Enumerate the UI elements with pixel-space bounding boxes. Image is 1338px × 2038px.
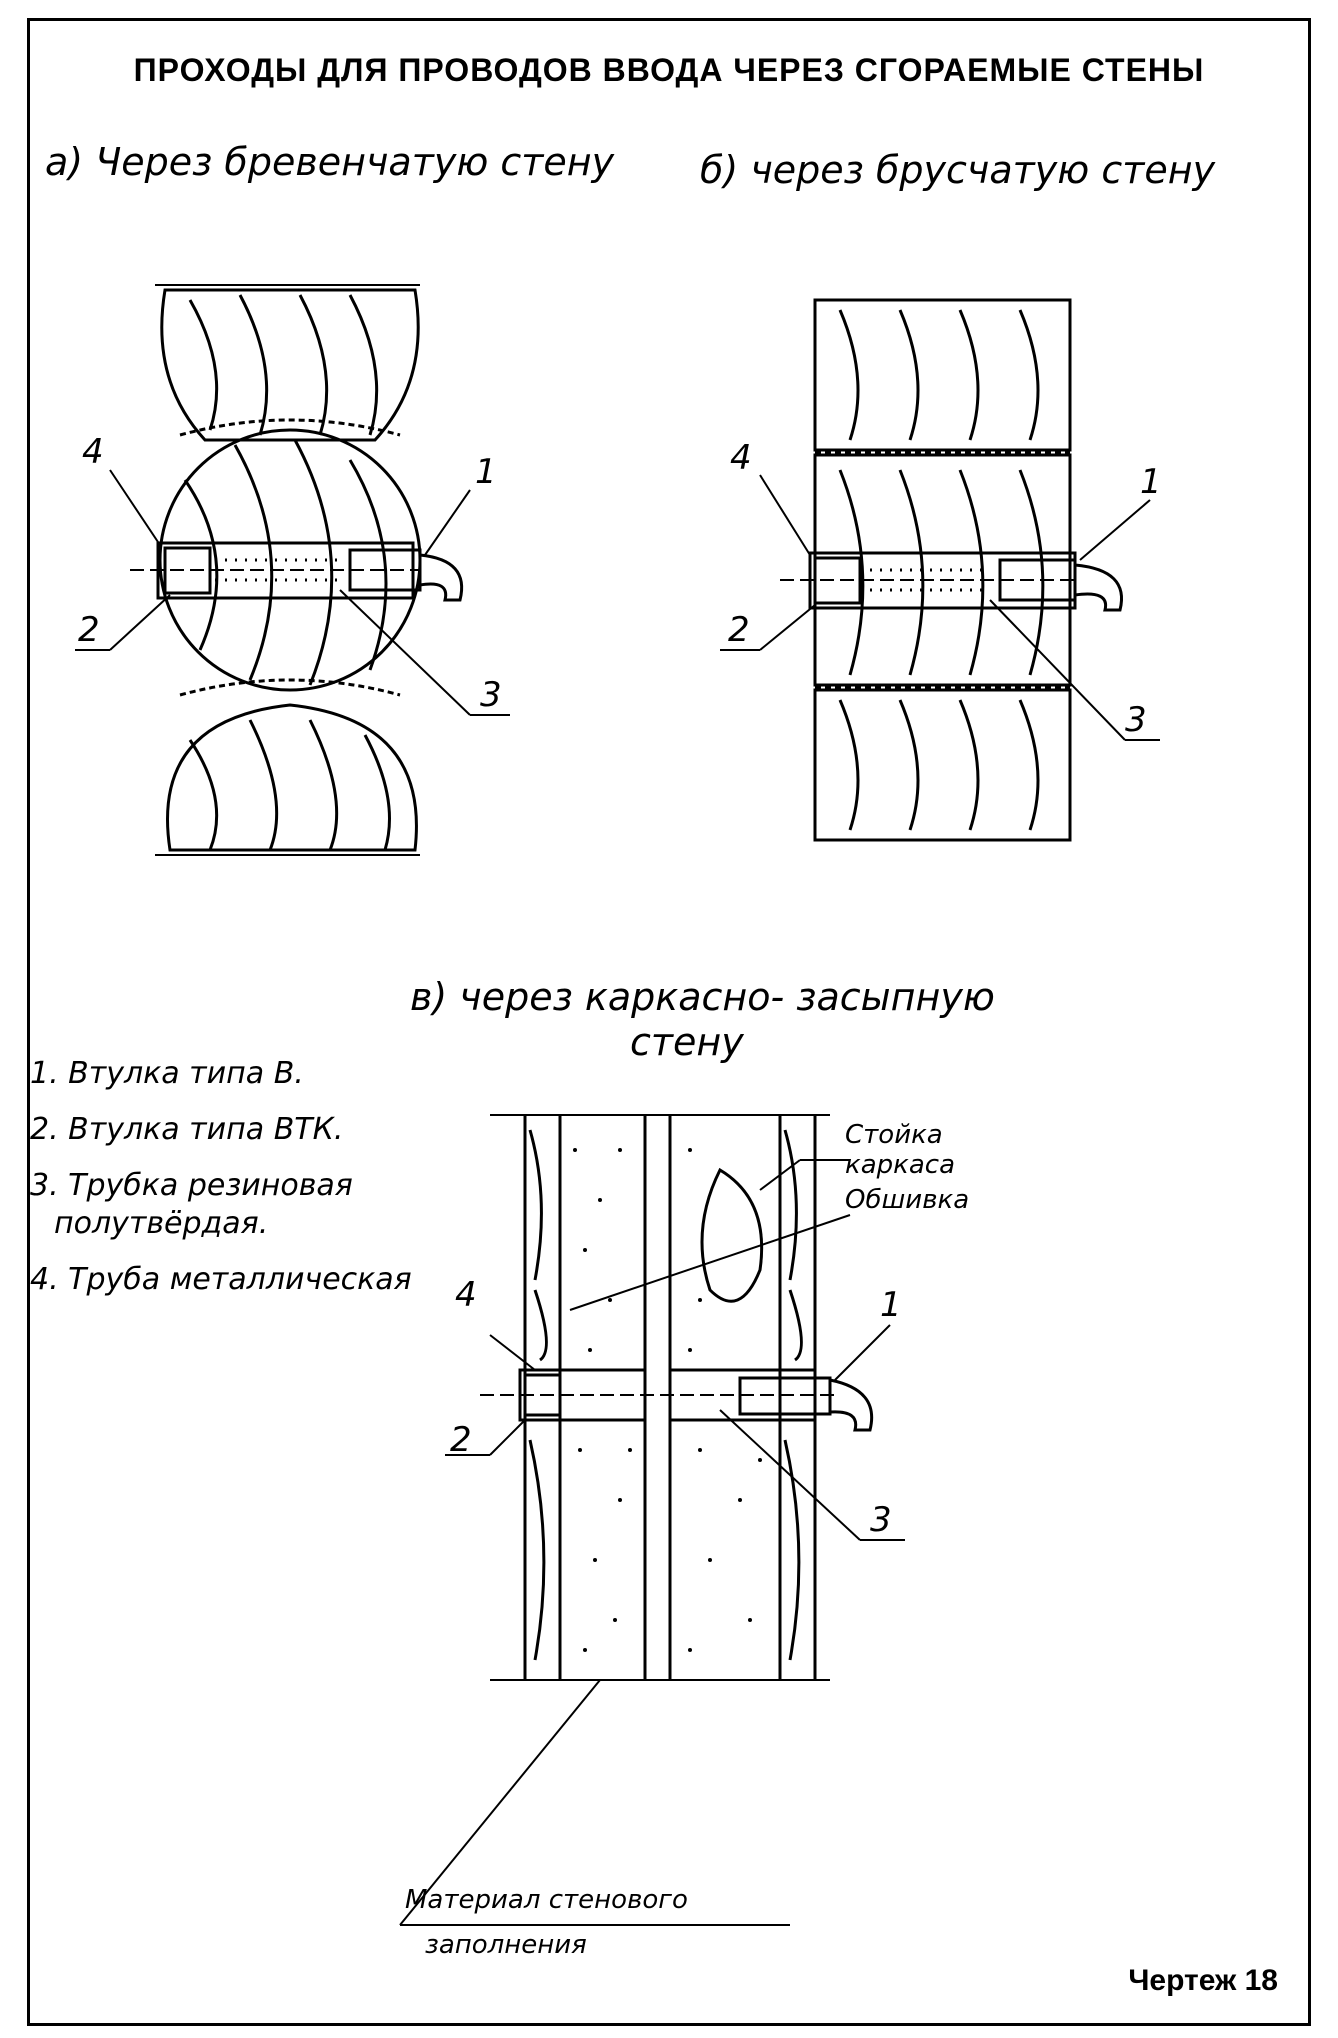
label-fill-2: заполнения [425,1930,587,1960]
callout-a-2: 2 [78,610,100,650]
page-title: ПРОХОДЫ ДЛЯ ПРОВОДОВ ВВОДА ЧЕРЕЗ СГОРАЕМ… [133,52,1205,88]
callout-c-2: 2 [450,1420,472,1460]
callout-c-1: 1 [880,1285,902,1325]
legend: 1. Втулка типа В. 2. Втулка типа ВТК. 3.… [30,1055,412,1299]
section-b-title: б) через брусчатую стену [700,148,1216,192]
sheet-label: Чертеж 18 [1128,1964,1278,1997]
section-c-title-line2: стену [630,1020,744,1064]
callout-b-2: 2 [728,610,750,650]
callout-b-4: 4 [730,438,752,478]
callout-b-3: 3 [1125,700,1147,740]
callout-a-3: 3 [480,675,502,715]
label-stand: Стойка [845,1120,943,1150]
section-c-title-line1: в) через каркасно- засыпную [410,975,995,1019]
legend-item-3b: полутвёрдая. [54,1206,269,1241]
section-a-title: а) Через бревенчатую стену [45,140,615,184]
callout-c-4: 4 [455,1275,477,1315]
legend-item-2: 2. Втулка типа ВТК. [30,1112,344,1147]
label-sheathing: Обшивка [845,1185,970,1215]
legend-item-3: 3. Трубка резиновая [30,1168,353,1203]
legend-item-1: 1. Втулка типа В. [30,1056,304,1091]
callout-a-1: 1 [475,452,497,492]
label-fill: Материал стенового [405,1885,688,1915]
callout-a-4: 4 [82,432,104,472]
legend-item-4: 4. Труба металлическая [30,1262,412,1297]
label-stand-2: каркаса [845,1150,956,1180]
callout-c-3: 3 [870,1500,892,1540]
callout-b-1: 1 [1140,462,1162,502]
drawing-frame [27,18,1311,2026]
